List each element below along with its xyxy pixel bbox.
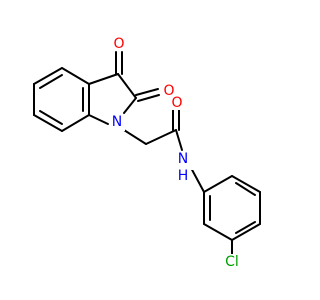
bond bbox=[123, 129, 147, 145]
double-bond-inner bbox=[235, 182, 256, 196]
bond bbox=[175, 129, 183, 151]
bond bbox=[203, 175, 233, 193]
oxygen-amide-label: O bbox=[171, 95, 182, 111]
double-bond-inner bbox=[39, 110, 63, 125]
bond bbox=[145, 129, 177, 145]
pyrrolidine-dione-ring bbox=[88, 73, 137, 125]
oxygen-lactam-label: O bbox=[163, 83, 174, 99]
structure-svg: O O N O N H Cl bbox=[33, 36, 261, 270]
bond bbox=[33, 114, 63, 132]
bond bbox=[189, 165, 205, 193]
oxygen-ketone-label: O bbox=[113, 36, 124, 52]
bond bbox=[231, 223, 261, 241]
bond bbox=[231, 175, 261, 193]
nitrogen-ring-label: N bbox=[112, 114, 122, 130]
bond bbox=[88, 114, 109, 125]
double-bond-inner bbox=[235, 221, 256, 234]
bond bbox=[61, 114, 90, 132]
lactam-carbonyl bbox=[135, 88, 160, 102]
bond bbox=[137, 94, 160, 102]
bond bbox=[117, 73, 137, 99]
bond bbox=[123, 97, 137, 114]
nitrogen-amide-label: N bbox=[178, 151, 188, 167]
acetamide-chain bbox=[123, 109, 205, 193]
bond bbox=[61, 67, 90, 85]
isatin-benzene-ring bbox=[33, 67, 90, 132]
chlorophenyl-ring bbox=[203, 175, 261, 255]
molecule-diagram: O O N O N H Cl bbox=[33, 36, 261, 270]
bond bbox=[135, 88, 159, 96]
ketone-carbonyl bbox=[115, 51, 123, 75]
bond bbox=[203, 223, 233, 241]
double-bond-inner bbox=[39, 74, 63, 89]
atom-labels: O O N O N H Cl bbox=[109, 36, 244, 270]
bond bbox=[88, 73, 119, 85]
bond bbox=[33, 67, 63, 85]
hydrogen-amide-label: H bbox=[178, 168, 189, 184]
chlorine-label: Cl bbox=[225, 254, 239, 270]
